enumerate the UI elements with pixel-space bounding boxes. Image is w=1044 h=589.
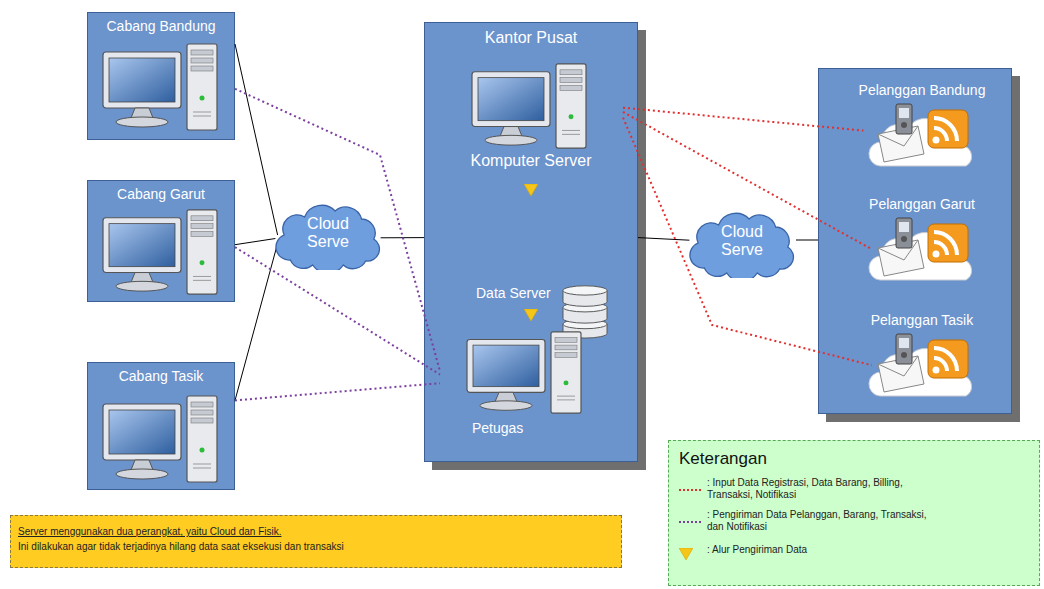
node-label: Pelanggan Bandung (840, 82, 1004, 98)
customer-icon (866, 100, 986, 170)
text-holder: Kantor Pusat (428, 29, 634, 47)
branch-box: Cabang Bandung (87, 12, 235, 140)
text-holder: Ini dilakukan agar tidak terjadinya hila… (18, 541, 614, 553)
connector (638, 238, 689, 241)
text-holder: Cabang Garut (91, 186, 231, 202)
node-label: Kantor Pusat (428, 29, 634, 47)
node-label: Cabang Tasik (91, 368, 231, 384)
note-box: Server menggunakan dua perangkat, yaitu … (10, 515, 622, 568)
pc-icon (101, 208, 221, 296)
red-dotted-sample (679, 487, 703, 493)
text-holder: : Alur Pengiriman Data (707, 544, 937, 556)
node-label: Data Server (476, 285, 586, 301)
data-server-node: Data ServerPetugas (440, 280, 622, 452)
node-label: Pelanggan Garut (840, 196, 1004, 212)
customer-icon (866, 330, 986, 400)
cloud-node: Cloud Serve (272, 200, 384, 270)
note-text: Ini dilakukan agar tidak terjadinya hila… (18, 541, 614, 553)
legend-text: : Alur Pengiriman Data (707, 544, 937, 556)
purple-dotted-sample (679, 519, 703, 525)
text-holder: Data Server (476, 285, 586, 301)
triangle-sample (679, 548, 693, 560)
text-holder: : Pengiriman Data Pelanggan, Barang, Tra… (707, 509, 937, 533)
legend-sample (679, 546, 693, 564)
tri-holder (524, 307, 538, 319)
tri-holder (524, 182, 538, 194)
head-office-box: Kantor PusatKomputer ServerData ServerPe… (424, 22, 638, 462)
branch-box: Cabang Garut (87, 180, 235, 302)
node-label: Komputer Server (442, 152, 620, 170)
text-holder: Cabang Bandung (91, 18, 231, 34)
pc-holder (101, 394, 221, 484)
customer-node: Pelanggan Tasik (838, 310, 1007, 402)
flow-triangle (524, 184, 538, 196)
text-holder: Server menggunakan dua perangkat, yaitu … (18, 526, 614, 538)
node-label: Cloud Serve (712, 223, 772, 260)
legend-sample (679, 479, 703, 497)
legend-box: Keterangan : Input Data Registrasi, Data … (668, 440, 1040, 586)
node-label: Cabang Garut (91, 186, 231, 202)
connector (623, 108, 863, 131)
node-label: Cloud Serve (298, 215, 358, 252)
pc-holder (465, 330, 585, 415)
customer-icon (866, 214, 986, 284)
connector (623, 118, 872, 366)
text-holder: Pelanggan Tasik (840, 312, 1004, 328)
connector (235, 239, 275, 245)
text-holder: Cabang Tasik (91, 368, 231, 384)
node-label: Pelanggan Tasik (840, 312, 1004, 328)
pc-icon (101, 42, 221, 132)
text-holder: Komputer Server (442, 152, 620, 170)
node-label: Cabang Bandung (91, 18, 231, 34)
flow-triangle (524, 309, 538, 321)
db-holder (560, 283, 610, 339)
text-holder: : Input Data Registrasi, Data Barang, Bi… (707, 477, 937, 501)
text-holder: Pelanggan Bandung (840, 82, 1004, 98)
text-holder: Keterangan (679, 449, 979, 469)
node-label: Petugas (472, 420, 582, 436)
legend-sample (679, 511, 703, 529)
text-holder: Pelanggan Garut (840, 196, 1004, 212)
legend-text: : Input Data Registrasi, Data Barang, Bi… (707, 477, 937, 501)
cust-holder (866, 214, 986, 284)
connector (235, 44, 278, 235)
pc-icon (470, 62, 590, 150)
cloud-node: Cloud Serve (686, 208, 798, 278)
connector (235, 243, 278, 400)
pc-holder (470, 62, 590, 150)
pc-icon (101, 394, 221, 484)
legend-title: Keterangan (679, 449, 979, 469)
pc-holder (101, 208, 221, 296)
note-text: Server menggunakan dua perangkat, yaitu … (18, 526, 614, 538)
customer-node: Pelanggan Bandung (838, 80, 1007, 172)
text-holder: Petugas (472, 420, 582, 436)
cust-holder (866, 100, 986, 170)
pc-holder (101, 42, 221, 132)
database-icon (560, 283, 610, 339)
legend-text: : Pengiriman Data Pelanggan, Barang, Tra… (707, 509, 937, 533)
connector (235, 383, 440, 400)
pc-icon (465, 330, 585, 415)
connector (235, 89, 440, 371)
cust-holder (866, 330, 986, 400)
text-holder: Cloud Serve (712, 223, 772, 260)
cloud-panel-line (796, 240, 818, 241)
server-node: Komputer Server (440, 58, 623, 200)
text-holder: Cloud Serve (298, 215, 358, 252)
branch-box: Cabang Tasik (87, 362, 235, 490)
customer-node: Pelanggan Garut (838, 194, 1007, 286)
